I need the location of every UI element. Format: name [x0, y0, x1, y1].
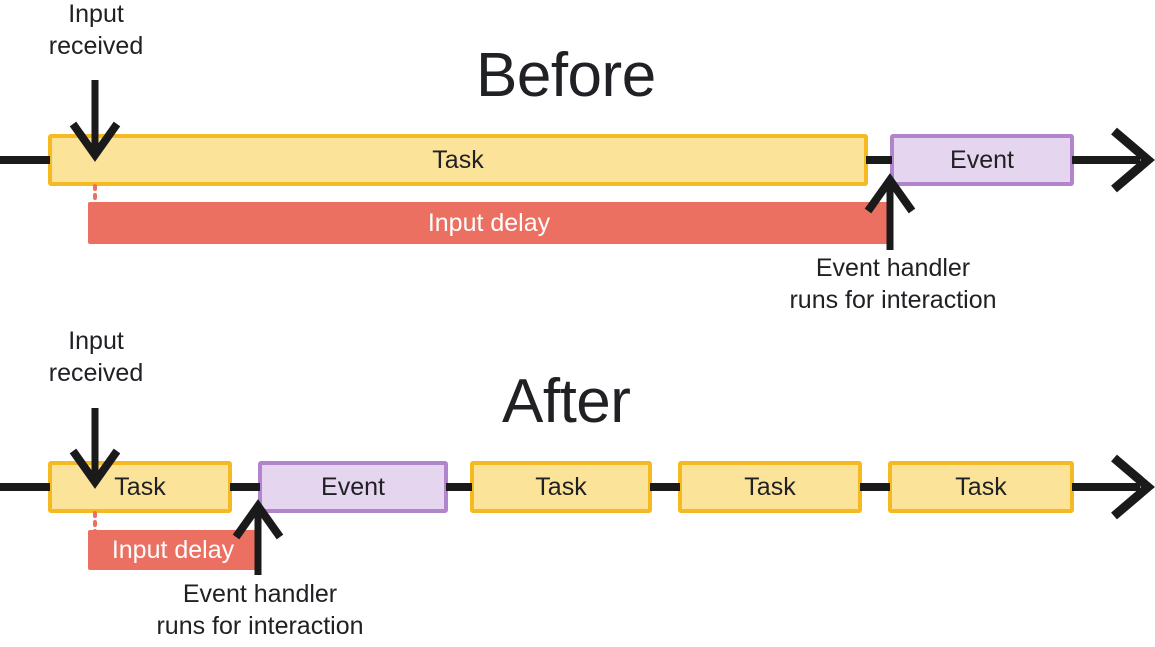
before-handler-arrow-up-icon	[864, 173, 916, 214]
after-handler-arrow-up-icon	[232, 499, 284, 540]
before-input-delay-block	[88, 202, 890, 244]
after-title: After	[502, 367, 631, 436]
after-task-block-2[interactable]	[470, 461, 652, 513]
after-input-received-line1: Input	[68, 327, 124, 355]
after-timeline-arrowhead-icon	[1111, 454, 1155, 520]
after-task-block-4[interactable]	[888, 461, 1074, 513]
after-input-delay-block	[88, 530, 258, 570]
before-input-arrow-down-icon	[69, 121, 121, 162]
after-input-received-line2: received	[48, 359, 144, 387]
after-task-block-1[interactable]	[48, 461, 232, 513]
before-title: Before	[476, 41, 656, 110]
before-input-received-line1: Input	[68, 0, 124, 28]
before-input-received-line2: received	[48, 32, 144, 60]
before-input-received-label: Input received	[28, 0, 164, 62]
after-event-handler-line2: runs for interaction	[156, 612, 364, 640]
before-event-handler-line1: Event handler	[815, 254, 971, 282]
after-event-handler-line1: Event handler	[182, 580, 338, 608]
before-event-handler-line2: runs for interaction	[789, 286, 997, 314]
after-input-received-label: Input received	[28, 325, 164, 389]
before-event-block[interactable]	[890, 134, 1074, 186]
before-timeline-arrowhead-icon	[1111, 127, 1155, 193]
before-event-handler-note: Event handler runs for interaction	[768, 252, 1018, 316]
after-event-handler-note: Event handler runs for interaction	[135, 578, 385, 642]
after-input-arrow-down-icon	[69, 448, 121, 489]
